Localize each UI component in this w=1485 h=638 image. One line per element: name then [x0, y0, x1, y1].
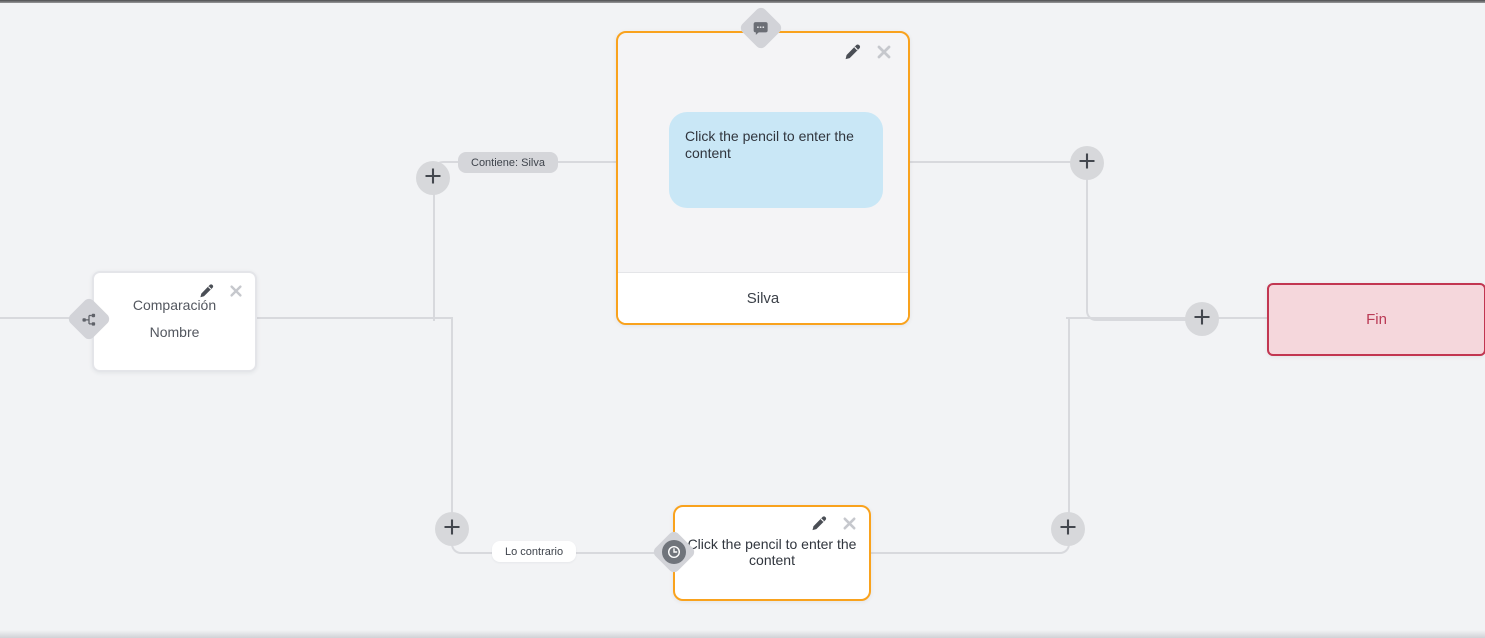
node-delay[interactable]: Click the pencil to enter the content — [673, 505, 871, 601]
connector-comparison-out — [253, 317, 453, 319]
plus-icon — [1078, 152, 1096, 175]
connector-branch-down — [451, 318, 663, 554]
plus-icon — [1059, 518, 1077, 541]
message-content-bubble: Click the pencil to enter the content — [669, 112, 883, 208]
pencil-icon[interactable] — [844, 43, 861, 60]
comparison-type-badge — [66, 296, 112, 342]
end-node-label: Fin — [1366, 311, 1387, 328]
node-comparison[interactable]: Comparación Nombre — [92, 271, 257, 372]
branch-icon — [82, 312, 97, 327]
connector-branch-up — [433, 161, 618, 321]
pencil-icon[interactable] — [199, 283, 214, 298]
plus-icon — [424, 167, 442, 190]
node-message[interactable]: Click the pencil to enter the content Si… — [616, 31, 910, 325]
connector-merge-top — [1086, 161, 1206, 321]
edge-label-else[interactable]: Lo contrario — [492, 541, 577, 562]
message-footer: Silva — [618, 272, 908, 323]
delay-content-text: Click the pencil to enter the content — [687, 536, 857, 568]
edge-label-condition-text: Contiene: Silva — [471, 156, 545, 169]
pencil-icon[interactable] — [811, 515, 827, 531]
connector-to-end — [1066, 317, 1267, 319]
connector-incoming — [0, 317, 73, 319]
close-icon[interactable] — [229, 284, 243, 298]
node-end[interactable]: Fin — [1267, 283, 1485, 356]
close-icon[interactable] — [842, 516, 857, 531]
close-icon[interactable] — [876, 44, 892, 60]
add-node-button-branch-down[interactable] — [435, 512, 469, 546]
clock-icon — [662, 540, 686, 564]
plus-icon — [1193, 308, 1211, 331]
edge-label-else-text: Lo contrario — [505, 545, 564, 558]
comparison-subtitle: Nombre — [149, 324, 200, 340]
message-type-badge — [738, 5, 784, 51]
top-toolbar-edge — [0, 0, 1485, 3]
connector-message-out — [906, 161, 1088, 163]
bottom-shade — [0, 630, 1485, 638]
add-node-button-branch-up[interactable] — [416, 161, 450, 195]
comparison-title: Comparación — [132, 297, 217, 313]
add-node-button-before-end[interactable] — [1185, 302, 1219, 336]
delay-type-badge — [651, 529, 697, 575]
add-node-button-message-out[interactable] — [1070, 146, 1104, 180]
connector-merge-bottom — [868, 318, 1070, 554]
plus-icon — [443, 518, 461, 541]
add-node-button-delay-out[interactable] — [1051, 512, 1085, 546]
chat-bubble-icon — [753, 21, 769, 36]
edge-label-condition[interactable]: Contiene: Silva — [458, 152, 558, 173]
